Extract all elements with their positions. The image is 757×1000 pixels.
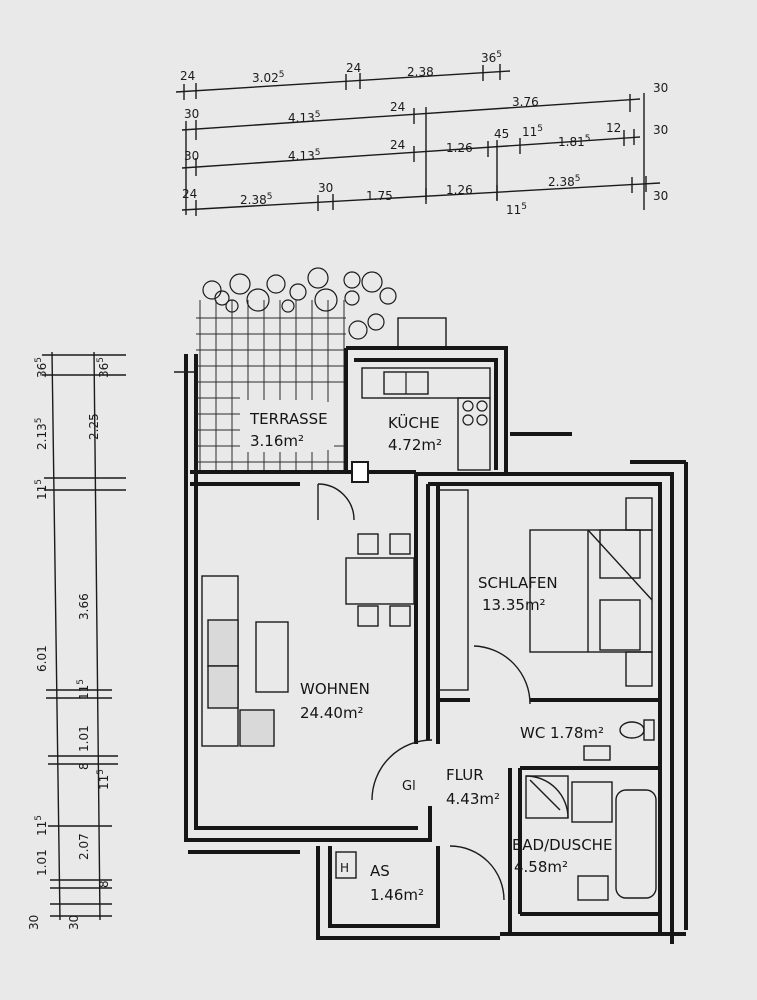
bathtub <box>615 789 657 899</box>
room-wohnen-area: 24.40m² <box>300 704 364 722</box>
dim-r4-3: 1.75 <box>366 189 393 203</box>
dim-left-4: 1.01 <box>77 725 91 752</box>
dim-r2-0: 30 <box>184 107 199 121</box>
room-as-area: 1.46m² <box>370 886 424 904</box>
dim-r4-5: 2.385 <box>548 174 580 189</box>
bathroom-fixtures <box>335 719 657 901</box>
toilet <box>619 721 645 739</box>
dim-line-left-inner <box>51 351 61 921</box>
dim-left-6: 8 <box>77 762 91 770</box>
coffee-table <box>255 621 289 693</box>
dim-left-9: 1.01 <box>35 849 49 876</box>
dim-r2-3: 3.76 <box>512 95 539 109</box>
room-wc-name: WC <box>520 724 545 742</box>
dim-r4-1: 2.385 <box>240 192 272 207</box>
dim-r1-4: 365 <box>481 50 502 65</box>
kitchen-fixtures <box>351 367 491 483</box>
as-heater <box>335 851 357 879</box>
dim-r3-4: 45 <box>494 127 509 141</box>
room-flur-name: FLUR <box>446 766 484 784</box>
dim-r1-2: 24 <box>346 61 361 75</box>
dim-line-row1 <box>175 70 511 93</box>
dim-r3-1: 4.135 <box>288 148 320 163</box>
dim-r2-2: 24 <box>390 100 405 114</box>
room-schlafen-area: 13.35m² <box>482 596 546 614</box>
dim-r4-2: 30 <box>318 181 333 195</box>
entrance-door-swing <box>449 845 505 901</box>
wc-sink <box>583 745 611 761</box>
dim-r3-0: 30 <box>184 149 199 163</box>
room-kueche-area: 4.72m² <box>388 436 442 454</box>
dim-r3-6: 1.815 <box>558 134 590 149</box>
living-furniture <box>201 483 469 747</box>
dim-r1-1: 3.025 <box>252 70 284 85</box>
room-labels: TERRASSE 3.16m² KÜCHE 4.72m² SCHLAFEN 13… <box>240 402 612 904</box>
terrace-area <box>196 267 447 472</box>
dim-left-o2: 6.01 <box>35 645 49 672</box>
dim-r3-3: 1.26 <box>446 141 473 155</box>
room-as-name: AS <box>370 862 390 880</box>
left-dimension-chains: 365 2.135 115 3.66 1.01 115 8 2.07 115 1… <box>27 351 126 930</box>
shower-tray <box>525 775 569 819</box>
bedroom-door-swing <box>473 645 531 705</box>
room-schlafen-name: SCHLAFEN <box>478 574 558 592</box>
dim-left-1: 2.135 <box>34 418 49 450</box>
dim-line-row2 <box>181 98 641 131</box>
bedroom-furniture <box>473 497 653 705</box>
dim-left-o5: 30 <box>27 915 41 930</box>
terrace-door-swing <box>317 483 355 521</box>
terrace-planter-box <box>397 317 447 349</box>
dim-left-o3: 115 <box>96 769 111 790</box>
room-bad-name: BAD/DUSCHE <box>512 836 612 854</box>
room-wc-area: 1.78m² <box>550 724 604 742</box>
bed <box>529 529 653 653</box>
walls <box>174 346 688 944</box>
plant-shrubs <box>202 267 397 340</box>
dim-left-o0: 365 <box>96 357 111 378</box>
as-heater-mark: H <box>340 861 349 875</box>
dim-r3-8: 30 <box>653 123 668 137</box>
room-kueche-name: KÜCHE <box>388 413 440 432</box>
living-door-swing <box>371 739 433 801</box>
room-flur-area: 4.43m² <box>446 790 500 808</box>
dim-r2-4: 30 <box>653 81 668 95</box>
dim-left-2: 115 <box>34 479 49 500</box>
dim-left-7: 2.07 <box>77 833 91 860</box>
terrasse-label-bg <box>240 402 334 450</box>
dim-r4-7: 115 <box>506 202 527 217</box>
wardrobe <box>437 489 469 691</box>
dim-left-3: 3.66 <box>77 593 91 620</box>
dim-left-5: 115 <box>76 679 91 700</box>
dim-r1-3: 2.38 <box>407 65 434 79</box>
dining-table <box>345 557 415 605</box>
dim-r4-6: 30 <box>653 189 668 203</box>
room-bad-area: 4.58m² <box>514 858 568 876</box>
terrace-tiles <box>196 300 346 472</box>
dim-r3-7: 12 <box>606 121 621 135</box>
dim-left-o1: 2.25 <box>87 413 101 440</box>
dim-left-8: 115 <box>34 815 49 836</box>
dim-r4-0: 24 <box>182 187 197 201</box>
dim-left-o4: 8 <box>97 880 111 888</box>
bath-sink <box>577 875 609 901</box>
top-dimension-chains: 24 3.025 24 2.38 365 30 4.135 24 3.76 30 <box>175 50 668 217</box>
gl-mark: Gl <box>402 779 416 794</box>
dim-left-0: 365 <box>34 357 49 378</box>
dim-r3-5: 115 <box>522 124 543 139</box>
dim-r3-2: 24 <box>390 138 405 152</box>
dim-line-row3 <box>181 136 641 169</box>
dim-r4-4: 1.26 <box>446 183 473 197</box>
room-terrasse-area: 3.16m² <box>250 432 304 450</box>
room-terrasse-name: TERRASSE <box>249 410 328 428</box>
room-wohnen-name: WOHNEN <box>300 680 370 698</box>
dim-r2-1: 4.135 <box>288 110 320 125</box>
dim-line-row4 <box>181 182 661 211</box>
dim-left-o6: 30 <box>67 915 81 930</box>
dim-r1-0: 24 <box>180 69 195 83</box>
stove-burners <box>462 400 488 426</box>
